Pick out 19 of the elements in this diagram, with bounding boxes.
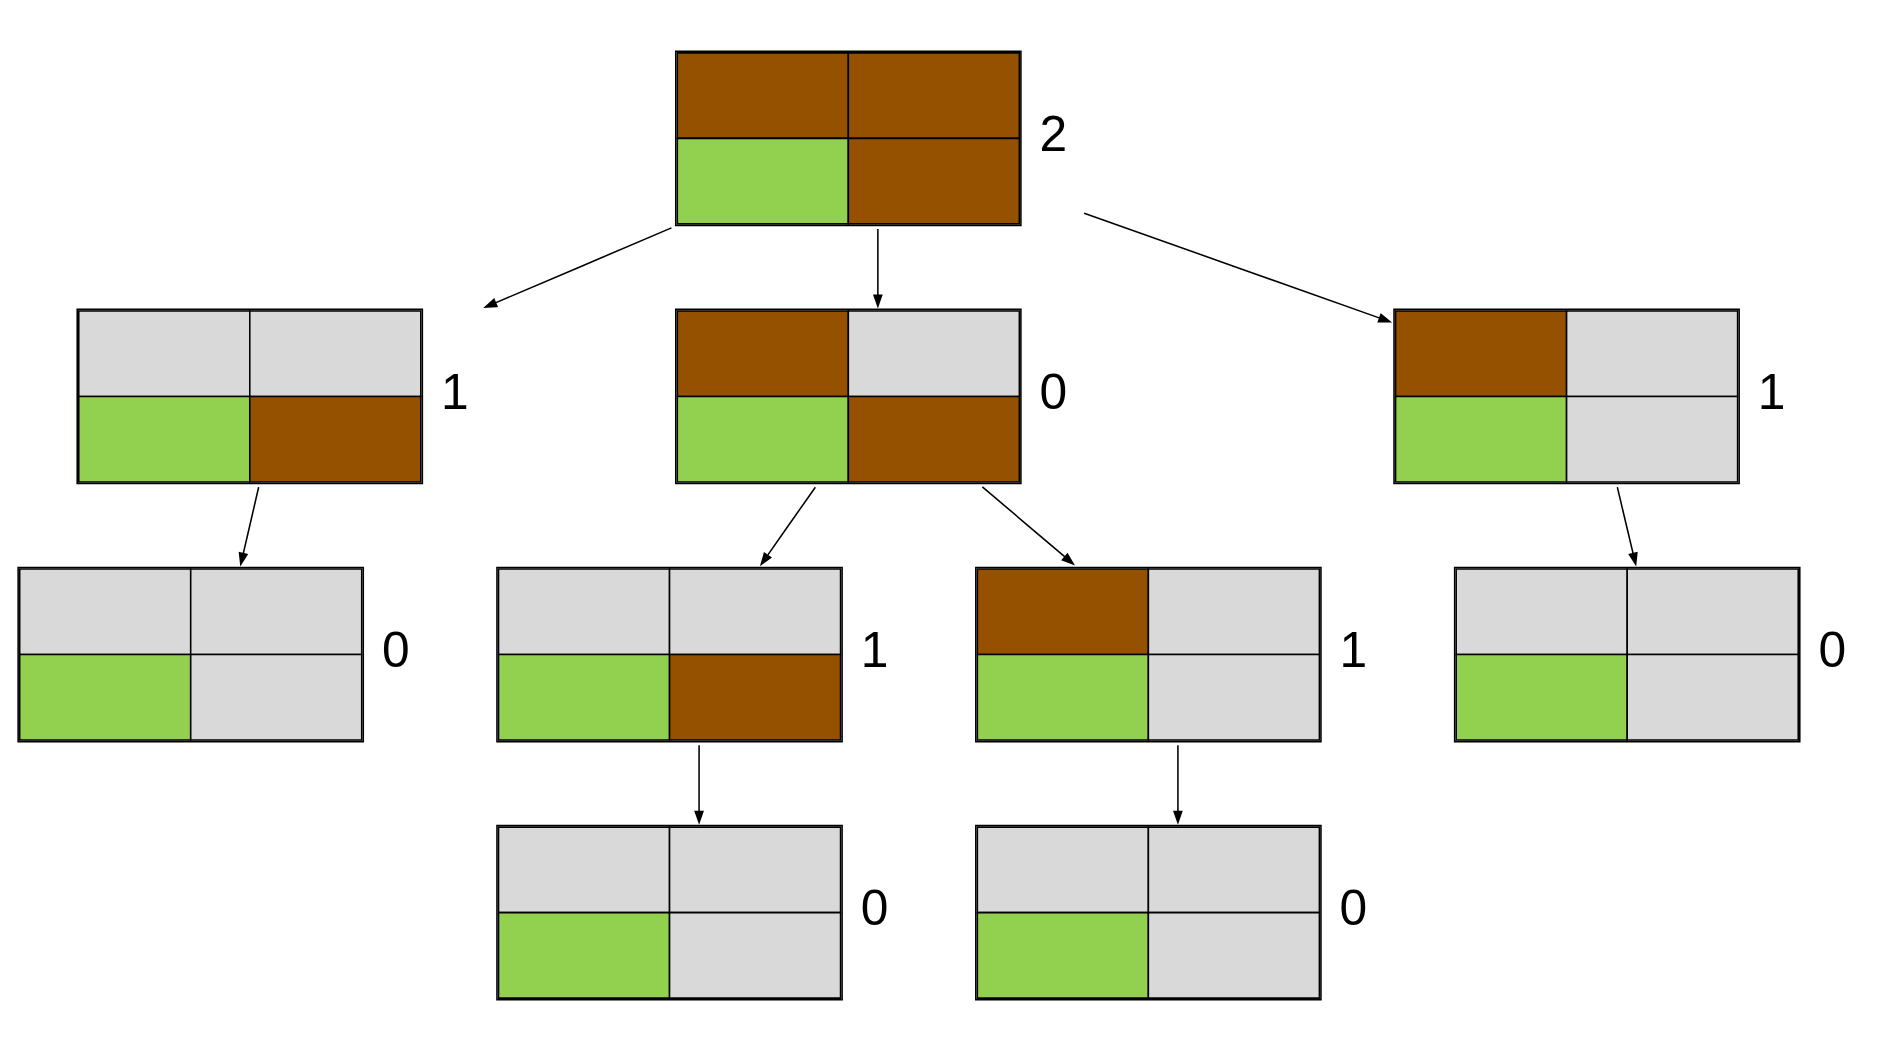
node-label: 1 (860, 621, 889, 678)
node-label: 0 (1339, 879, 1368, 936)
node-label: 1 (1757, 363, 1786, 420)
arrow (238, 485, 260, 567)
node-label: 1 (1339, 621, 1368, 678)
node-label: 0 (381, 621, 410, 678)
node-label: 0 (1818, 621, 1847, 678)
arrow (483, 226, 673, 308)
node-label: 2 (1039, 105, 1068, 162)
arrow (1083, 211, 1393, 322)
arrow (759, 485, 817, 566)
arrow (981, 485, 1076, 566)
arrow (1616, 485, 1638, 567)
node-label: 0 (1039, 363, 1068, 420)
arrow (694, 744, 704, 825)
arrow (872, 227, 883, 309)
node-label: 0 (860, 879, 889, 936)
arrow (1173, 744, 1183, 825)
node-label: 1 (441, 363, 469, 420)
